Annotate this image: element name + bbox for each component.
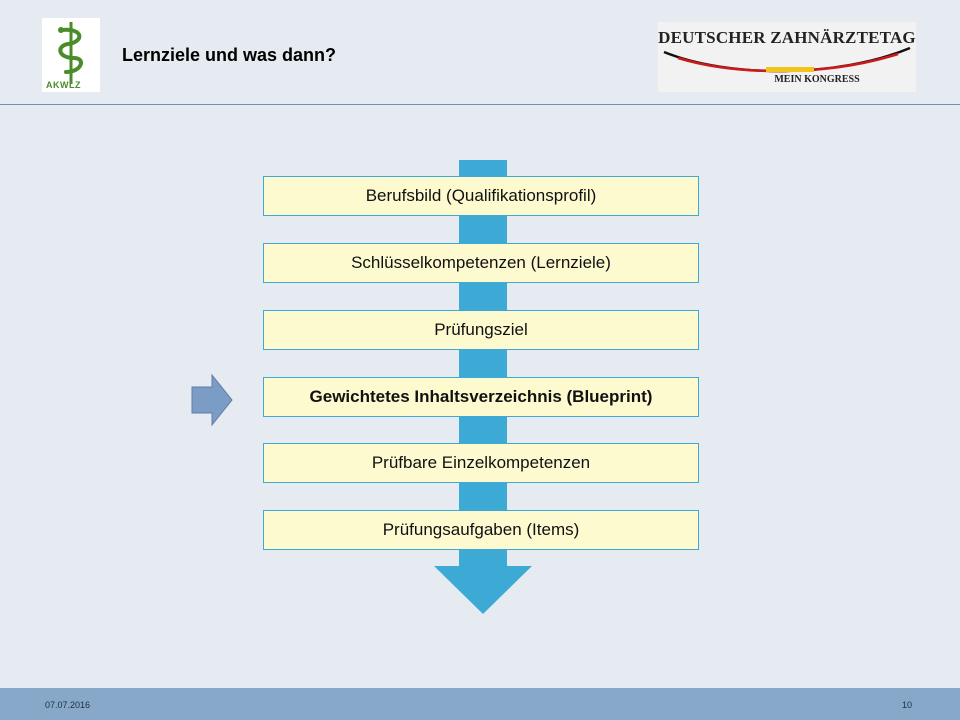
flow-arrow-shaft <box>459 160 507 568</box>
akwlz-logo: AKWLZ <box>42 18 100 92</box>
header-divider <box>0 104 960 105</box>
footer-date: 07.07.2016 <box>45 700 91 710</box>
slide-title: Lernziele und was dann? <box>122 45 337 65</box>
zahnaerztetag-logo: DEUTSCHER ZAHNÄRZTETAG MEIN KONGRESS <box>658 22 916 92</box>
step-box-blueprint: Gewichtetes Inhaltsverzeichnis (Blueprin… <box>263 377 699 417</box>
zahnaerztetag-logo-subtitle: MEIN KONGRESS <box>774 74 860 85</box>
step-box-pruefungsaufgaben: Prüfungsaufgaben (Items) <box>263 510 699 550</box>
zahnaerztetag-logo-title: DEUTSCHER ZAHNÄRZTETAG <box>658 28 916 47</box>
caduceus-icon <box>58 22 83 84</box>
flag-swoosh-icon <box>663 46 911 73</box>
step-box-berufsbild: Berufsbild (Qualifikationsprofil) <box>263 176 699 216</box>
step-box-schluesselkompetenzen: Schlüsselkompetenzen (Lernziele) <box>263 243 699 283</box>
akwlz-logo-text: AKWLZ <box>46 80 81 90</box>
step-box-einzelkompetenzen: Prüfbare Einzelkompetenzen <box>263 443 699 483</box>
step-box-pruefungsziel: Prüfungsziel <box>263 310 699 350</box>
page-number: 10 <box>902 700 913 710</box>
footer-bar <box>0 688 960 720</box>
